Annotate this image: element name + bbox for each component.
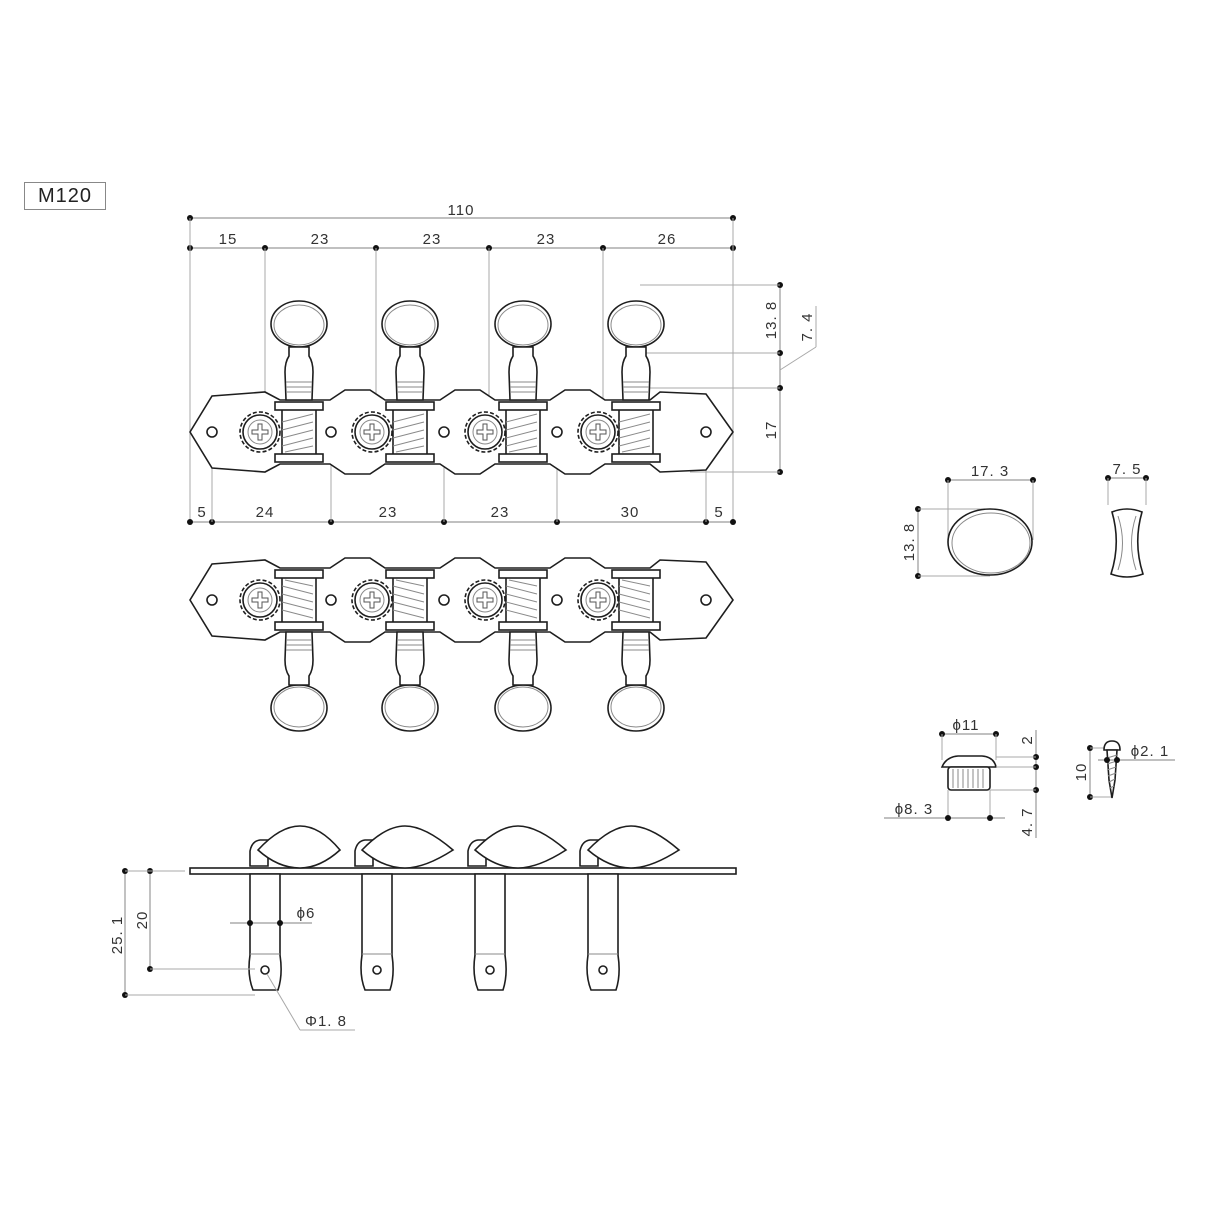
- side-post-3: [467, 825, 568, 991]
- top-view-dimensions: 110 15 23 23 23 26 5 24 23 23: [187, 202, 817, 525]
- dim-hole-spacing-6: 5: [714, 504, 723, 521]
- side-post-4: [579, 825, 681, 991]
- tuner-assembly-top-view: [189, 300, 734, 475]
- button-detail: 17. 3 13. 8 7. 5: [901, 461, 1149, 579]
- dim-button-height-detail: 13. 8: [901, 523, 918, 561]
- dim-bushing-head-height: 2: [1019, 735, 1036, 744]
- dim-bushing-body-diameter: ϕ8. 3: [895, 801, 933, 818]
- dim-hole-spacing-2: 24: [256, 504, 275, 521]
- dim-shaft-height: 7. 4: [799, 312, 816, 341]
- dim-post-diameter: ϕ6: [297, 905, 316, 922]
- mount-hole-icon: [325, 426, 337, 438]
- bushing-detail: ϕ11 ϕ8. 3 2 4. 7: [884, 717, 1039, 838]
- dim-post-spacing-3: 23: [423, 231, 442, 248]
- dim-bushing-body-height: 4. 7: [1019, 807, 1036, 836]
- dim-screw-length: 10: [1073, 763, 1090, 782]
- dim-button-height: 13. 8: [763, 301, 780, 339]
- dim-button-width: 17. 3: [971, 463, 1009, 480]
- dim-post-spacing-2: 23: [311, 231, 330, 248]
- mount-hole-icon: [700, 426, 712, 438]
- model-number-label: M120: [24, 182, 106, 210]
- dim-hole-spacing-1: 5: [197, 504, 206, 521]
- dim-plate-height: 17: [763, 421, 780, 440]
- screw-detail: 10 ϕ2. 1: [1073, 740, 1175, 800]
- side-post-2: [354, 825, 455, 991]
- dim-post-total-length: 25. 1: [109, 916, 126, 954]
- dim-post-spacing-4: 23: [537, 231, 556, 248]
- dim-hole-spacing-3: 23: [379, 504, 398, 521]
- dim-screw-diameter: ϕ2. 1: [1131, 743, 1169, 760]
- tuner-assembly-bottom-view: [189, 557, 734, 732]
- mount-hole-icon: [438, 426, 450, 438]
- side-post-1: [248, 825, 342, 991]
- gear-icon: [351, 411, 393, 453]
- side-view: 25. 1 20 ϕ6 Φ1. 8: [109, 825, 737, 1031]
- dim-hole-diameter: Φ1. 8: [305, 1013, 347, 1030]
- gear-icon: [239, 411, 281, 453]
- gear-icon: [577, 411, 619, 453]
- dim-post-hole-position: 20: [134, 911, 151, 930]
- dim-bushing-head-diameter: ϕ11: [953, 717, 980, 734]
- dim-button-thickness: 7. 5: [1112, 461, 1141, 478]
- mount-hole-icon: [206, 426, 218, 438]
- dim-post-spacing-1: 15: [219, 231, 238, 248]
- mount-hole-icon: [551, 426, 563, 438]
- gear-icon: [464, 411, 506, 453]
- dim-hole-spacing-5: 30: [621, 504, 640, 521]
- dim-hole-spacing-4: 23: [491, 504, 510, 521]
- dim-overall-width: 110: [448, 202, 475, 219]
- dim-post-spacing-5: 26: [658, 231, 677, 248]
